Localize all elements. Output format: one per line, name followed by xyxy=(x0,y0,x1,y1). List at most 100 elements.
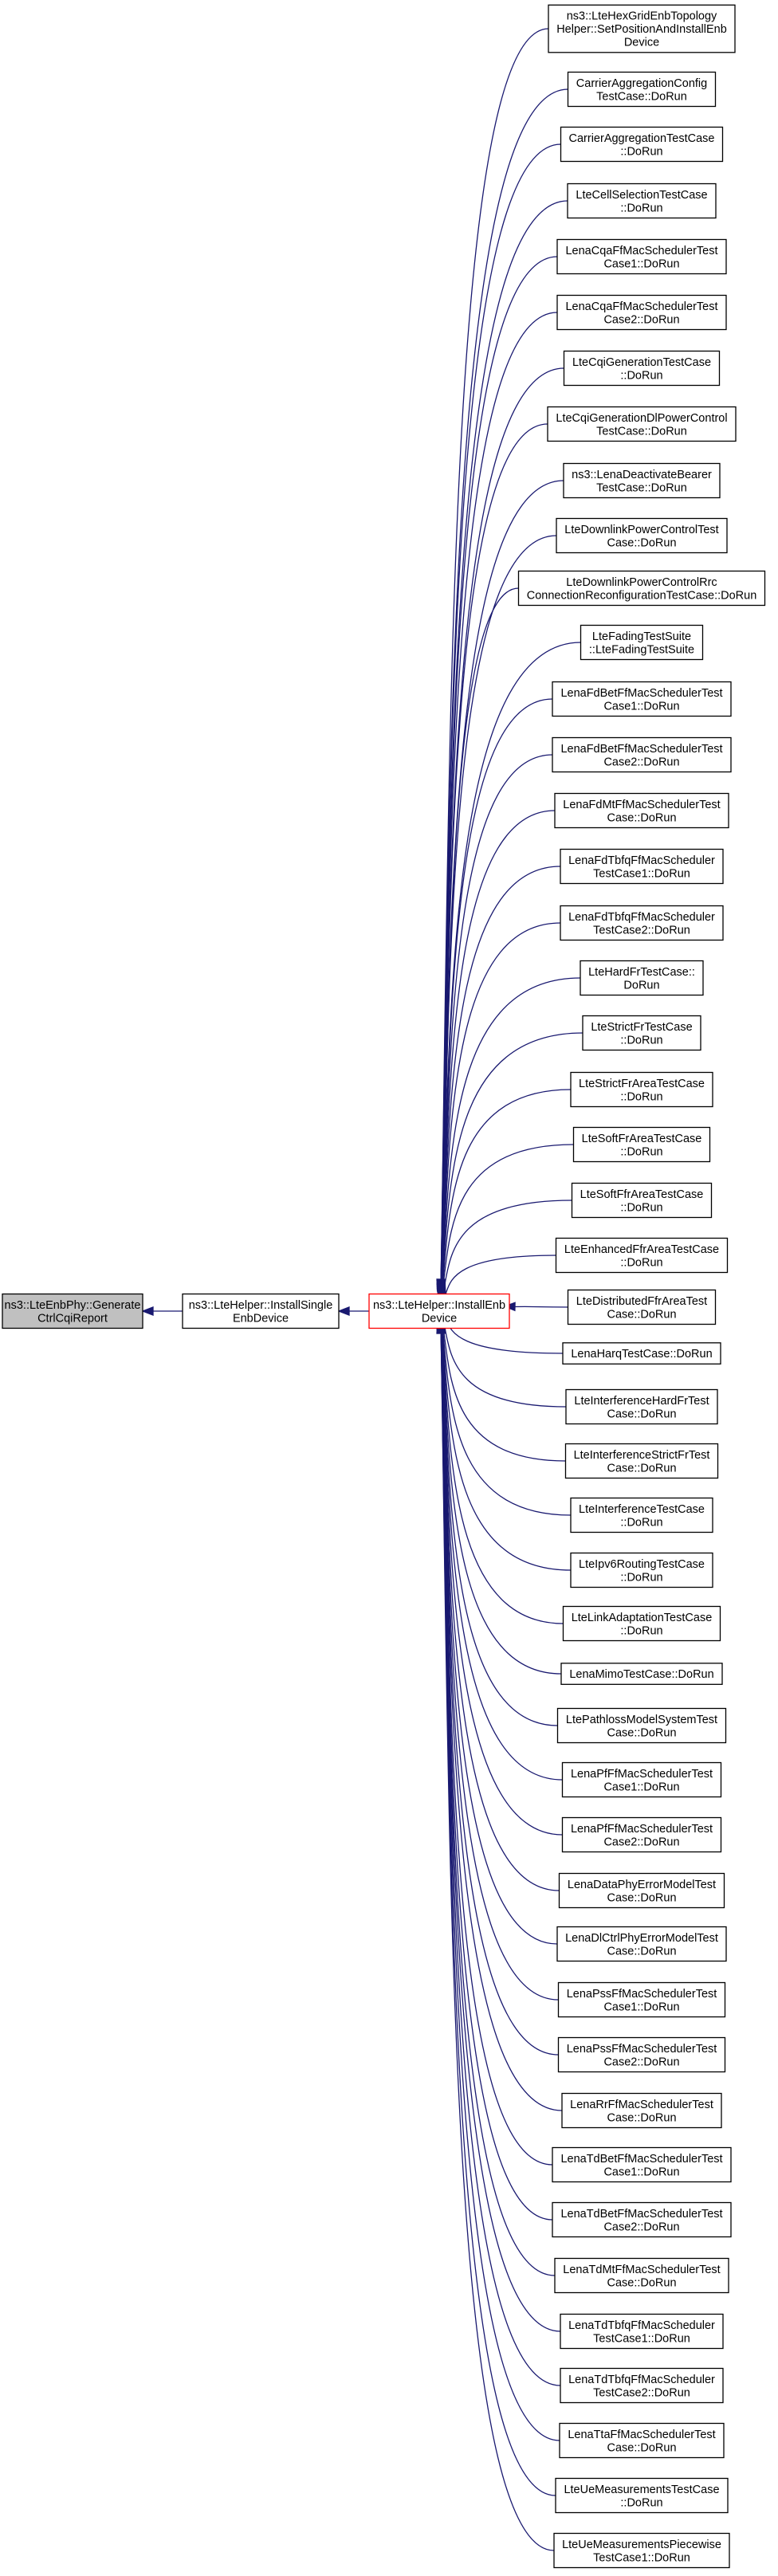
caller-node-47-lteuemeasurementspiecewise-testcase1-dorun[interactable]: LteUeMeasurementsPiecewiseTestCase1::DoR… xyxy=(553,2532,730,2569)
edge-caller-30 xyxy=(441,1321,564,1624)
caller-node-1-ns3-ltehexgridenbtopology-helper-setpositionandi[interactable]: ns3::LteHexGridEnbTopologyHelper::SetPos… xyxy=(548,4,736,53)
caller-node-27-lteinterferencestrictfrtest-case-dorun-label-line-1: LteInterferenceStrictFrTest xyxy=(574,1449,710,1462)
caller-node-22-ltesoftffrareatestcase-dorun-label-line-2: ::DoRun xyxy=(620,1201,662,1214)
edge-caller-26 xyxy=(442,1317,567,1408)
caller-node-40-lenatdbetffmacschedulertest-case1-dorun-label-line-1: LenaTdBetFfMacSchedulerTest xyxy=(560,2153,722,2166)
caller-node-42-lenatdmtffmacschedulertest-case-dorun-box xyxy=(554,2257,729,2294)
caller-node-30-ltelinkadaptationtestcase-dorun-label-line-1: LteLinkAdaptationTestCase xyxy=(572,1612,713,1624)
caller-node-27-lteinterferencestrictfrtest-case-dorun-box xyxy=(564,1443,719,1479)
caller-node-19-ltestrictfrtestcase-dorun-box xyxy=(582,1015,701,1051)
caller-node-9-ns3-lenadeactivatebearer-testcase-dorun-box xyxy=(563,462,721,499)
caller-node-6-lenacqaffmacschedulertest-case2-dorun-label-line-2: Case2::DoRun xyxy=(603,313,679,326)
caller-node-38-lenapssffmacschedulertest-case2-dorun-box xyxy=(557,2036,726,2073)
caller-node-36-lenadlctrlphyerrormodeltest-case-dorun-box xyxy=(556,1926,727,1962)
caller-node-1-ns3-ltehexgridenbtopology-helper-setpositionandi-box xyxy=(548,4,736,53)
caller-node-4-ltecellselectiontestcase-dorun-label-line-2: ::DoRun xyxy=(620,202,662,214)
caller-node-2-carrieraggregationconfig-testcase-dorun-label-line-1: CarrierAggregationConfig xyxy=(576,77,707,90)
caller-node-8-ltecqigenerationdlpowercontrol-testcase-dorun[interactable]: LteCqiGenerationDlPowerControlTestCase::… xyxy=(547,406,737,442)
caller-node-44-lenatdtbfqffmacscheduler-testcase2-dorun-box xyxy=(560,2367,724,2404)
caller-node-29-lteipv6routingtestcase-dorun[interactable]: LteIpv6RoutingTestCase::DoRun xyxy=(570,1552,713,1588)
edge-caller-23 xyxy=(444,1255,556,1297)
caller-node-11-ltedownlinkpowercontrolrrc-connectionreconfigura-label-line-1: LteDownlinkPowerControlRrc xyxy=(566,576,717,589)
caller-node-19-ltestrictfrtestcase-dorun[interactable]: LteStrictFrTestCase::DoRun xyxy=(582,1015,701,1051)
caller-node-2-carrieraggregationconfig-testcase-dorun-label-line-2: TestCase::DoRun xyxy=(596,90,687,103)
caller-node-3-carrieraggregationtestcase-dorun-label-line-2: ::DoRun xyxy=(620,145,662,158)
caller-node-4-ltecellselectiontestcase-dorun[interactable]: LteCellSelectionTestCase::DoRun xyxy=(567,183,717,219)
caller-node-4-ltecellselectiontestcase-dorun-box xyxy=(567,183,717,219)
caller-node-7-ltecqigenerationtestcase-dorun[interactable]: LteCqiGenerationTestCase::DoRun xyxy=(563,350,721,387)
caller-node-22-ltesoftffrareatestcase-dorun[interactable]: LteSoftFfrAreaTestCase::DoRun xyxy=(571,1182,713,1219)
caller-node-39-lenarrffmacschedulertest-case-dorun-label-line-2: Case::DoRun xyxy=(607,2111,676,2124)
caller-node-21-ltesoftfrareatestcase-dorun-box xyxy=(572,1126,711,1163)
edge-caller-34 xyxy=(440,1324,563,1836)
edge-caller-37 xyxy=(440,1325,559,2001)
caller-node-21-ltesoftfrareatestcase-dorun[interactable]: LteSoftFrAreaTestCase::DoRun xyxy=(572,1126,711,1163)
caller-node-1-ns3-ltehexgridenbtopology-helper-setpositionandi-label-line-3: Device xyxy=(624,37,659,49)
caller-node-1-ns3-ltehexgridenbtopology-helper-setpositionandi-label-line-1: ns3::LteHexGridEnbTopology xyxy=(567,10,717,23)
caller-node-23-lteenhancedffrareatestcase-dorun-label-line-2: ::DoRun xyxy=(620,1256,662,1269)
caller-node-23-lteenhancedffrareatestcase-dorun[interactable]: LteEnhancedFfrAreaTestCase::DoRun xyxy=(555,1237,729,1274)
caller-node-20-ltestrictfrareatestcase-dorun-label-line-1: LteStrictFrAreaTestCase xyxy=(579,1078,705,1090)
caller-node-3-carrieraggregationtestcase-dorun[interactable]: CarrierAggregationTestCase::DoRun xyxy=(560,126,724,163)
caller-node-20-ltestrictfrareatestcase-dorun[interactable]: LteStrictFrAreaTestCase::DoRun xyxy=(570,1071,713,1108)
caller-node-8-ltecqigenerationdlpowercontrol-testcase-dorun-label-line-2: TestCase::DoRun xyxy=(596,425,687,438)
caller-node-37-lenapssffmacschedulertest-case1-dorun-label-line-2: Case1::DoRun xyxy=(603,2001,679,2013)
caller-node-15-lenafdmtffmacschedulertest-case-dorun-label-line-2: Case::DoRun xyxy=(607,811,676,824)
caller-node-28-lteinterferencetestcase-dorun[interactable]: LteInterferenceTestCase::DoRun xyxy=(570,1497,713,1533)
caller-node-31-lenamimotestcase-dorun[interactable]: LenaMimoTestCase::DoRun xyxy=(560,1663,723,1685)
caller-node-18-ltehardfrtestcase-dorun[interactable]: LteHardFrTestCase::DoRun xyxy=(580,960,704,996)
caller-node-24-ltedistributedffrareatest-case-dorun-box xyxy=(567,1289,717,1325)
node-install-single-enb-device-box xyxy=(182,1293,340,1329)
caller-node-34-lenapfffmacschedulertest-case2-dorun-label-line-2: Case2::DoRun xyxy=(603,1836,679,1848)
caller-node-25-lenaharqtestcase-dorun-box xyxy=(562,1342,721,1365)
caller-node-11-ltedownlinkpowercontrolrrc-connectionreconfigura[interactable]: LteDownlinkPowerControlRrcConnectionReco… xyxy=(517,570,766,607)
caller-node-35-lenadataphyerrormodeltest-case-dorun-label-line-1: LenaDataPhyErrorModelTest xyxy=(568,1879,716,1891)
caller-node-9-ns3-lenadeactivatebearer-testcase-dorun-label-line-2: TestCase::DoRun xyxy=(596,481,687,494)
caller-node-25-lenaharqtestcase-dorun[interactable]: LenaHarqTestCase::DoRun xyxy=(562,1342,721,1365)
caller-node-44-lenatdtbfqffmacscheduler-testcase2-dorun-label-line-1: LenaTdTbfqFfMacScheduler xyxy=(568,2374,715,2386)
edge-caller-15 xyxy=(440,810,556,1290)
caller-node-12-ltefadingtestsuite-ltefadingtestsuite[interactable]: LteFadingTestSuite::LteFadingTestSuite xyxy=(580,624,704,661)
caller-node-36-lenadlctrlphyerrormodeltest-case-dorun-label-line-2: Case::DoRun xyxy=(607,1945,676,1958)
caller-node-18-ltehardfrtestcase-dorun-label-line-2: DoRun xyxy=(623,979,659,992)
caller-node-30-ltelinkadaptationtestcase-dorun[interactable]: LteLinkAdaptationTestCase::DoRun xyxy=(562,1605,721,1642)
caller-node-5-lenacqaffmacschedulertest-case1-dorun-label-line-1: LenaCqaFfMacSchedulerTest xyxy=(565,245,717,257)
caller-node-8-ltecqigenerationdlpowercontrol-testcase-dorun-label-line-1: LteCqiGenerationDlPowerControl xyxy=(556,412,727,425)
caller-node-39-lenarrffmacschedulertest-case-dorun-label-line-1: LenaRrFfMacSchedulerTest xyxy=(570,2099,713,2111)
caller-node-41-lenatdbetffmacschedulertest-case2-dorun-label-line-2: Case2::DoRun xyxy=(603,2221,679,2233)
caller-node-46-lteuemeasurementstestcase-dorun[interactable]: LteUeMeasurementsTestCase::DoRun xyxy=(555,2477,729,2514)
edge-install-single-to-root-arrowhead xyxy=(141,1306,154,1316)
caller-node-13-lenafdbetffmacschedulertest-case1-dorun-label-line-2: Case1::DoRun xyxy=(603,700,679,713)
